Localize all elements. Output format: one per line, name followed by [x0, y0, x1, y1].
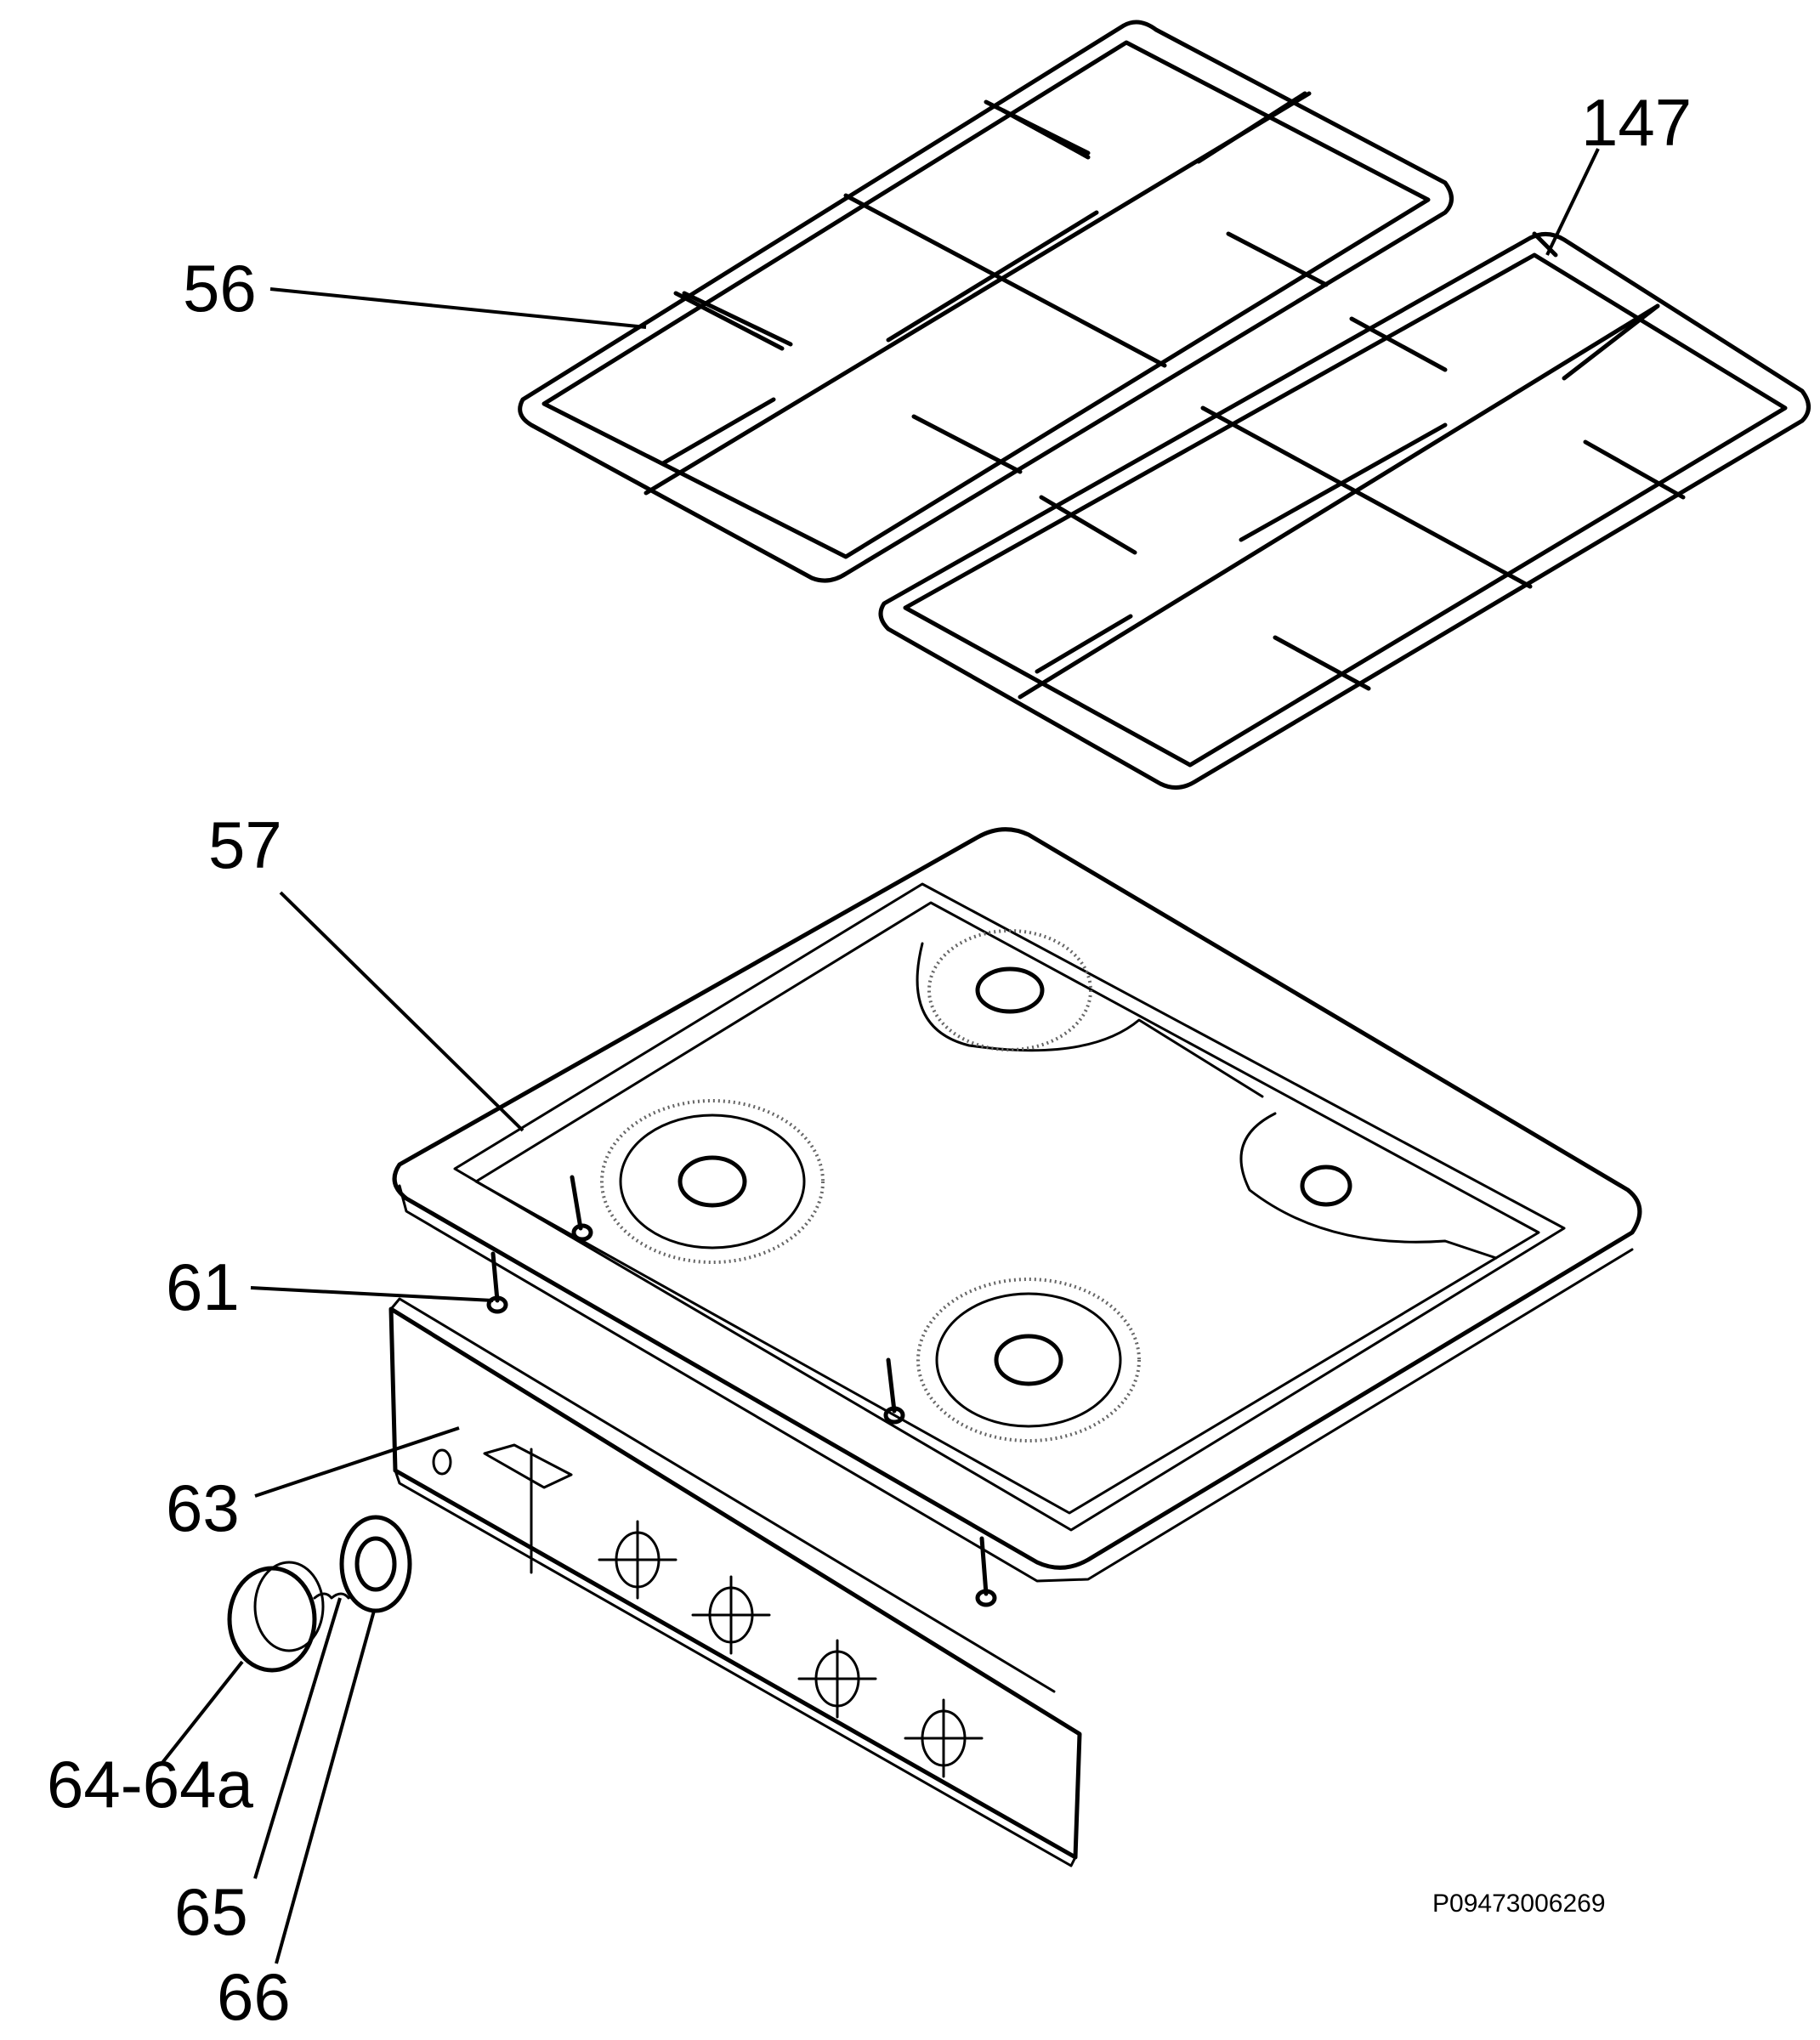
leader-65 [253, 1597, 342, 1879]
pan-support-right [878, 231, 1811, 790]
drawing-reference-code: P09473006269 [1432, 1890, 1606, 1918]
callout-147: 147 [1581, 85, 1692, 160]
callout-65: 65 [174, 1874, 248, 1949]
fixing-screws [486, 1175, 997, 1607]
hob-top [392, 827, 1642, 1583]
callout-63: 63 [166, 1470, 240, 1545]
leader-57 [279, 891, 524, 1132]
callout-56: 56 [183, 251, 257, 326]
leader-56 [269, 287, 647, 329]
leader-lines [160, 148, 1600, 1964]
knob-assembly [227, 1515, 412, 1673]
leader-66 [275, 1610, 376, 1964]
callout-66: 66 [217, 1959, 291, 2034]
leader-64 [160, 1660, 244, 1765]
callout-64-64a: 64-64a [47, 1747, 253, 1822]
callout-61: 61 [166, 1250, 240, 1324]
pan-support-left [518, 20, 1454, 583]
leader-147 [1545, 148, 1600, 256]
leader-63 [254, 1426, 460, 1498]
callout-57: 57 [208, 808, 282, 882]
leader-61 [250, 1286, 494, 1302]
control-panel [388, 1297, 1082, 1867]
